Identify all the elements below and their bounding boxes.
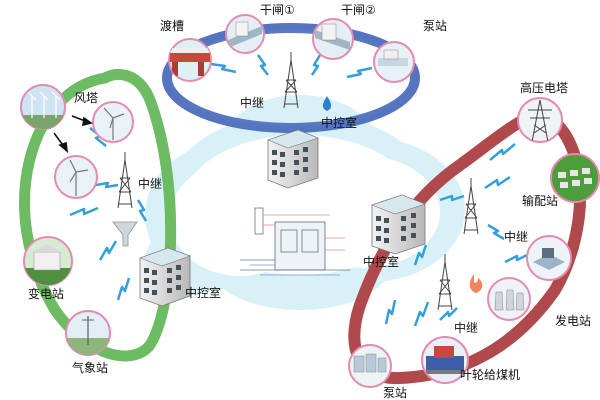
left-ring bbox=[19, 69, 177, 362]
relay-tower-right-lower bbox=[437, 254, 453, 311]
label-hv-tower: 高压电塔 bbox=[520, 81, 569, 95]
wind-turbine-thumb bbox=[92, 101, 134, 143]
relay-tower-top bbox=[283, 52, 299, 109]
label-pump-right: 泵站 bbox=[383, 386, 408, 400]
relay-tower-left bbox=[117, 152, 133, 209]
label-relay-left: 中继 bbox=[138, 177, 163, 191]
power-plant-thumb bbox=[487, 277, 531, 321]
hv-tower-thumb bbox=[517, 97, 563, 143]
label-weather-station: 气象站 bbox=[72, 361, 109, 375]
distribution-thumb bbox=[550, 153, 600, 203]
gate2-thumb bbox=[312, 18, 354, 60]
label-coal-feeder: 叶轮给煤机 bbox=[460, 368, 521, 382]
label-control-right: 中控室 bbox=[363, 255, 400, 269]
pump-right-thumb bbox=[348, 344, 392, 388]
label-control-top: 中控室 bbox=[321, 116, 358, 130]
label-control-left: 中控室 bbox=[185, 286, 222, 300]
central-control-schematic bbox=[240, 207, 350, 276]
control-building-left bbox=[139, 247, 191, 307]
control-building-right bbox=[371, 194, 426, 255]
label-power-plant: 发电站 bbox=[555, 314, 592, 328]
wind-farm-thumb bbox=[20, 84, 66, 130]
aqueduct-thumb bbox=[168, 38, 212, 82]
label-distribution: 输配站 bbox=[522, 194, 559, 208]
label-substation: 变电站 bbox=[28, 287, 65, 301]
turbine2-thumb bbox=[54, 155, 98, 199]
top-ring bbox=[162, 23, 420, 133]
arrow-icons bbox=[53, 115, 93, 153]
label-wind-tower: 风塔 bbox=[74, 91, 99, 105]
water-drop-icon bbox=[322, 96, 332, 111]
label-relay-right1: 中继 bbox=[504, 230, 529, 244]
substation-thumb bbox=[23, 236, 73, 286]
flame-icon bbox=[469, 274, 483, 293]
weather-station-thumb bbox=[65, 310, 111, 356]
coal-feeder-thumb bbox=[421, 336, 469, 384]
label-gate2: 干闸② bbox=[341, 3, 376, 17]
label-pump-top: 泵站 bbox=[423, 19, 448, 33]
transformer-thumb bbox=[526, 235, 572, 281]
label-aqueduct: 渡槽 bbox=[160, 19, 185, 33]
label-relay-top: 中继 bbox=[240, 96, 265, 110]
label-gate1: 干闸① bbox=[260, 3, 295, 17]
control-building-top bbox=[267, 129, 319, 189]
relay-tower-right bbox=[463, 178, 479, 235]
pump-top-thumb bbox=[373, 41, 415, 83]
funnel-icon bbox=[112, 221, 138, 247]
signal-bolts bbox=[69, 54, 530, 327]
gate1-thumb bbox=[225, 14, 265, 54]
label-relay-right2: 中继 bbox=[454, 321, 479, 335]
